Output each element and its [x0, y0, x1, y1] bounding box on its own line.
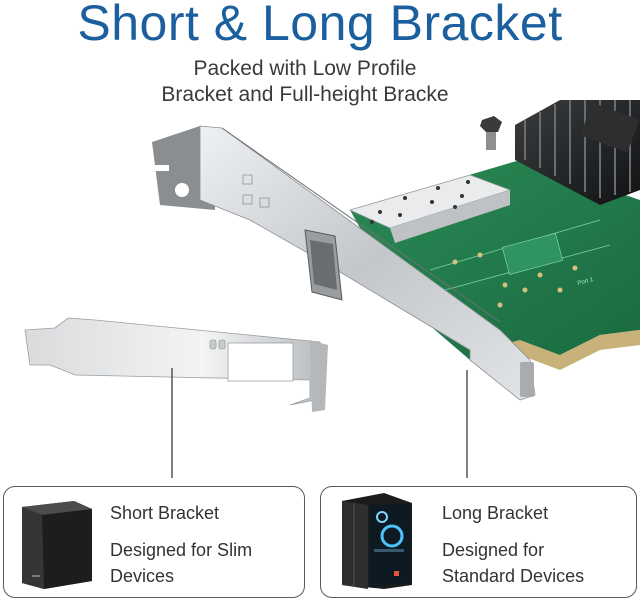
heatsink [480, 100, 640, 205]
product-illustration: Port 1 [24, 100, 640, 478]
card-description: Designed for Standard Devices [442, 537, 584, 589]
mini-pc-case-image [22, 501, 92, 589]
pcb-port-label: Port 1 [577, 277, 595, 287]
card-heading: Long Bracket [442, 503, 549, 523]
subtitle-line-2: Bracket and Full-height Bracke [161, 83, 449, 106]
card-description: Designed for Slim Devices [110, 537, 252, 589]
card-heading: Short Bracket [110, 503, 220, 523]
tower-pc-case-image [342, 493, 412, 589]
short-bracket-card: Short Bracket Designed for Slim Devices [3, 486, 305, 598]
card-description-line-1: Designed for [442, 540, 545, 560]
card-description-line-2: Standard Devices [442, 566, 585, 586]
card-description-line-1: Designed for Slim [110, 540, 253, 560]
full-height-bracket [152, 125, 536, 401]
page-title: Short & Long Bracket [77, 0, 563, 51]
long-bracket-card: Long Bracket Designed for Standard Devic… [320, 486, 637, 598]
low-profile-bracket [24, 317, 328, 412]
subtitle-line-1: Packed with Low Profile [193, 57, 417, 80]
subtitle: Packed with Low Profile Bracket and Full… [0, 56, 610, 108]
sfp-cage [348, 174, 512, 243]
card-description-line-2: Devices [110, 566, 175, 586]
